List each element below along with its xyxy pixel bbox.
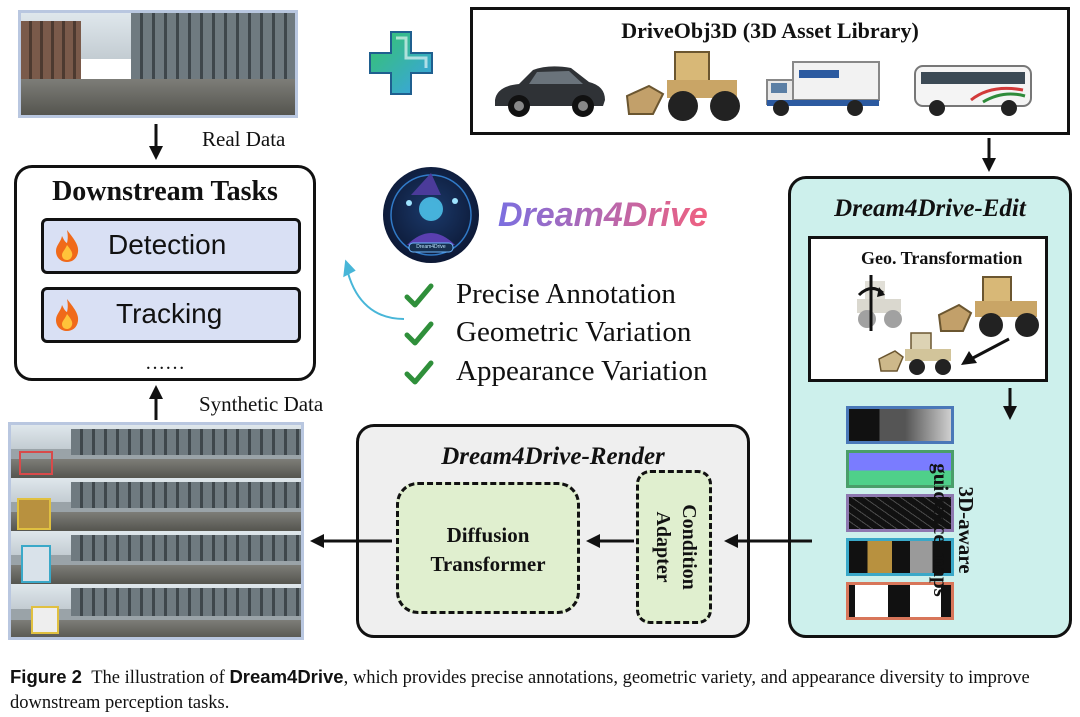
synthetic-frame-4 (11, 584, 301, 637)
caption-label: Figure 2 (10, 666, 82, 687)
maps-to-adapter-arrow (724, 534, 812, 548)
feature-precise-annotation: Precise Annotation (456, 278, 676, 310)
downstream-tasks-box: Downstream Tasks Detection Tracking …… (14, 165, 316, 381)
check-icon (404, 321, 434, 346)
guidance-map-object (846, 538, 954, 576)
feature-geometric-variation: Geometric Variation (456, 316, 692, 348)
guidance-map-depth (846, 406, 954, 444)
condition-adapter-box (636, 470, 712, 624)
small-loader-icon (878, 332, 951, 375)
condition-adapter-label: Condition Adapter (650, 472, 702, 622)
transform-arrow (961, 337, 1010, 365)
library-to-edit-arrow (982, 138, 996, 172)
diffusion-line2: Transformer (430, 552, 546, 576)
adapter-to-transformer-arrow (586, 534, 634, 548)
synthetic-to-tasks-arrow (149, 385, 163, 420)
real-data-label: Real Data (202, 127, 286, 151)
synthetic-frame-3 (11, 531, 301, 584)
caption-post: , which provides precise annotations, ge… (10, 668, 1030, 713)
guidance-map-normal (846, 450, 954, 488)
guidance-maps-label: 3D-aware guidance maps (928, 460, 978, 600)
real-data-image (18, 10, 298, 118)
synthetic-data-stack (8, 422, 304, 640)
box-truck-icon (766, 61, 880, 116)
detection-box (17, 498, 51, 530)
synthetic-frame-2 (11, 478, 301, 531)
detection-box (19, 451, 53, 475)
large-loader-icon (937, 276, 1039, 337)
task-tracking: Tracking (41, 287, 301, 343)
logo-badge-text: Dream4Drive (416, 244, 446, 250)
check-icon (404, 283, 434, 308)
edit-title: Dream4Drive-Edit (834, 195, 1026, 222)
adapter-line2: Adapter (652, 511, 674, 583)
geo-to-maps-arrow (1003, 388, 1017, 420)
synthetic-frame-1 (11, 425, 301, 478)
dream4drive-logo-text: Dream4Drive (498, 196, 708, 234)
asset-library-box: DriveObj3D (3D Asset Library) (470, 7, 1070, 135)
wheel-loader-icon (625, 51, 740, 121)
guidance-label-line2: guidance maps (929, 463, 953, 597)
geo-transformation-label: Geo. Transformation (861, 248, 1023, 268)
asset-library-title: DriveObj3D (3D Asset Library) (621, 18, 919, 43)
guidance-map-mask (846, 582, 954, 620)
flame-icon (56, 299, 79, 331)
task-label: Tracking (116, 298, 223, 329)
check-icon (404, 360, 434, 385)
diffusion-transformer-box: Diffusion Transformer (396, 482, 580, 614)
adapter-line1: Condition (678, 504, 700, 590)
detection-box (21, 545, 51, 583)
feature-appearance-variation: Appearance Variation (456, 355, 708, 387)
logo-text: Dream4Drive (498, 196, 708, 234)
synthetic-data-label: Synthetic Data (199, 392, 324, 416)
flame-icon (56, 230, 79, 262)
task-detection: Detection (41, 218, 301, 274)
diffusion-line1: Diffusion (446, 523, 530, 547)
features-to-tasks-arrow (343, 259, 405, 320)
caption-name: Dream4Drive (229, 666, 344, 687)
geo-transformation-panel: Geo. Transformation (808, 236, 1048, 382)
rotated-loader-icon (857, 275, 902, 331)
detection-box (31, 606, 59, 634)
guidance-label-line1: 3D-aware (954, 486, 978, 574)
diffusion-transformer-label: Diffusion Transformer (399, 521, 577, 579)
plus-icon (369, 31, 433, 95)
coach-bus-icon (914, 65, 1032, 116)
ellipsis: …… (145, 352, 185, 374)
task-label: Detection (108, 229, 227, 260)
render-title: Dream4Drive-Render (441, 443, 665, 470)
render-to-synthetic-arrow (310, 534, 392, 548)
sedan-icon (495, 66, 605, 117)
figure-caption: Figure 2 The illustration of Dream4Drive… (10, 664, 1072, 716)
guidance-map-edges (846, 494, 954, 532)
real-to-tasks-arrow (149, 124, 163, 160)
downstream-tasks-title: Downstream Tasks (52, 176, 278, 207)
caption-pre: The illustration of (91, 668, 230, 688)
wizard-logo-icon (383, 167, 479, 263)
